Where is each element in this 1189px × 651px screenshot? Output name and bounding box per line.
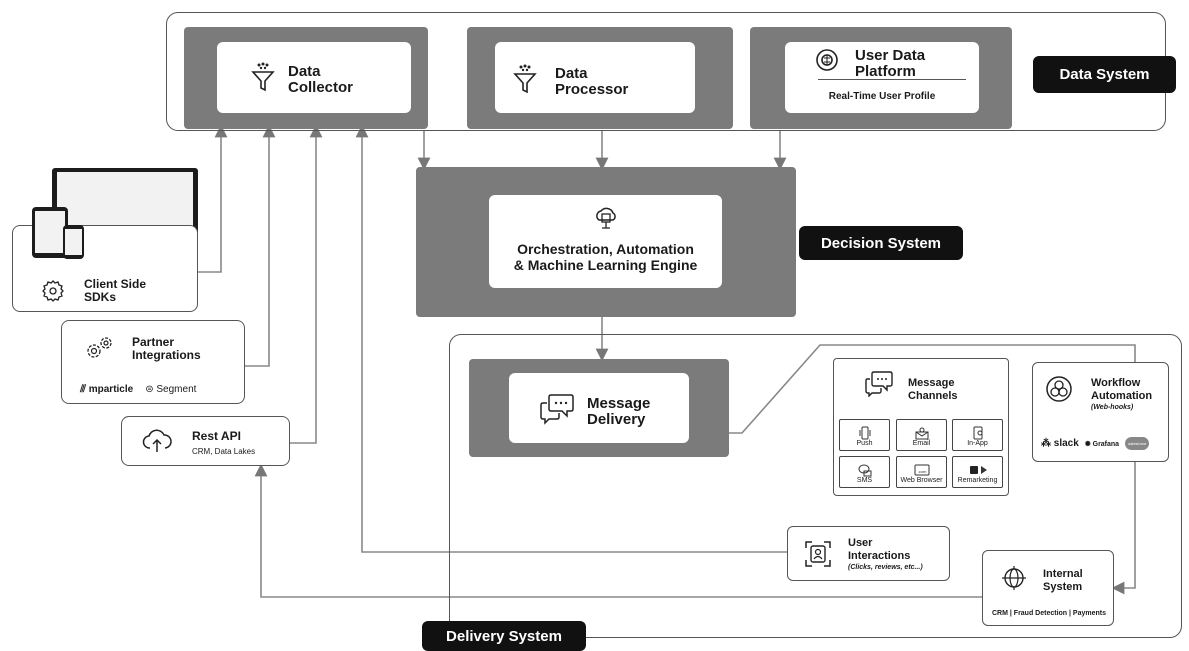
udp-title: User Data Platform	[855, 47, 926, 80]
channel-remarketing: Remarketing	[952, 456, 1003, 488]
gear-icon	[42, 280, 64, 302]
engine-title: Orchestration, Automation & Machine Lear…	[513, 241, 698, 273]
data-collector-card: Data Collector	[217, 42, 411, 113]
svg-text:.com: .com	[917, 469, 926, 474]
message-delivery-panel: Message Delivery	[469, 359, 729, 457]
rest-api-title: Rest API	[192, 429, 241, 443]
data-processor-card: Data Processor	[495, 42, 695, 113]
user-data-platform-card: User Data Platform Real-Time User Profil…	[785, 42, 979, 113]
channel-label: Remarketing	[957, 477, 998, 484]
data-collector-title: Data Collector	[288, 63, 354, 96]
engine-card: Orchestration, Automation & Machine Lear…	[489, 195, 722, 288]
cloud-chip-icon	[596, 207, 616, 229]
workflow-title: Workflow Automation	[1091, 377, 1153, 402]
internal-system-card: Internal System CRM | Fraud Detection | …	[982, 550, 1114, 626]
channel-label: SMS	[856, 477, 873, 484]
browser-window-icon: .com	[914, 464, 929, 476]
phone-vibrate-icon	[859, 426, 870, 440]
funnel-icon	[513, 64, 537, 94]
message-channels-title: Message Channels	[908, 377, 958, 402]
chat-bubbles-icon	[540, 394, 574, 425]
tablet-illustration	[32, 207, 68, 258]
client-sdks-title: Client Side SDKs	[84, 277, 147, 304]
partner-integrations-title: Partner Integrations	[132, 335, 201, 362]
gears-icon	[87, 337, 112, 358]
client-sdks-card: Client Side SDKs	[12, 225, 198, 312]
udp-subtitle: Real-Time User Profile	[828, 91, 936, 102]
sms-bubble-icon	[858, 464, 871, 477]
partner-logos: ⫻ mparticle ⊜ Segment	[80, 384, 196, 395]
salesforce-logo: salesforce	[1125, 437, 1150, 450]
channel-web-browser: .com Web Browser	[896, 456, 947, 488]
message-delivery-card: Message Delivery	[509, 373, 689, 443]
udp-divider	[818, 79, 966, 80]
delivery-system-container	[449, 334, 1182, 638]
data-processor-panel: Data Processor	[467, 27, 733, 129]
delivery-system-label: Delivery System	[422, 621, 586, 651]
workflow-subtitle: (Web-hooks)	[1091, 404, 1134, 411]
internal-system-title: Internal System	[1043, 568, 1083, 593]
channel-push: Push	[839, 419, 890, 451]
message-delivery-title: Message Delivery	[587, 395, 651, 428]
channel-email: Email	[896, 419, 947, 451]
decision-system-label: Decision System	[799, 226, 963, 260]
globe-icon	[1002, 566, 1026, 590]
internal-system-subtitle: CRM | Fraud Detection | Payments	[992, 610, 1106, 617]
channel-label: Push	[856, 440, 873, 447]
grafana-logo: ✺ Grafana	[1084, 440, 1120, 448]
rest-api-card: Rest API CRM, Data Lakes	[121, 416, 290, 466]
rest-api-subtitle: CRM, Data Lakes	[192, 447, 256, 456]
user-interactions-card: User Interactions (Clicks, reviews, etc.…	[787, 526, 950, 581]
channel-label: Email	[912, 440, 931, 447]
channel-sms: SMS	[839, 456, 890, 488]
phone-screen	[65, 229, 82, 255]
database-cycle-icon	[816, 49, 838, 71]
workflow-circles-icon	[1046, 376, 1072, 402]
cloud-upload-icon	[142, 429, 172, 452]
phone-illustration	[63, 225, 84, 259]
chat-bubbles-icon	[865, 371, 893, 397]
data-collector-panel: Data Collector	[184, 27, 428, 129]
user-focus-icon	[805, 541, 831, 567]
envelope-icon	[915, 427, 928, 440]
user-interactions-subtitle: (Clicks, reviews, etc...)	[848, 564, 923, 571]
channel-in-app: In-App	[952, 419, 1003, 451]
workflow-logos: ⁂ slack ✺ Grafana salesforce	[1041, 437, 1150, 450]
decision-system-panel: Orchestration, Automation & Machine Lear…	[416, 167, 796, 317]
workflow-automation-card: Workflow Automation (Web-hooks) ⁂ slack …	[1032, 362, 1169, 462]
channel-label: In-App	[967, 440, 988, 447]
data-processor-title: Data Processor	[555, 65, 629, 98]
tablet-screen	[35, 211, 65, 253]
funnel-icon	[251, 62, 275, 92]
user-data-platform-panel: User Data Platform Real-Time User Profil…	[750, 27, 1012, 129]
user-interactions-title: User Interactions	[848, 537, 911, 562]
partner-integrations-card: Partner Integrations ⫻ mparticle ⊜ Segme…	[61, 320, 245, 404]
channel-label: Web Browser	[900, 477, 943, 484]
mparticle-logo: ⫻ mparticle	[80, 384, 134, 395]
slack-logo: ⁂ slack	[1041, 438, 1079, 449]
segment-logo: ⊜ Segment	[145, 384, 197, 395]
phone-app-icon	[973, 426, 982, 440]
data-system-label: Data System	[1033, 56, 1176, 93]
message-channels-card: Message Channels Push Email In-App SMS .…	[833, 358, 1009, 496]
social-play-icon	[969, 466, 987, 474]
